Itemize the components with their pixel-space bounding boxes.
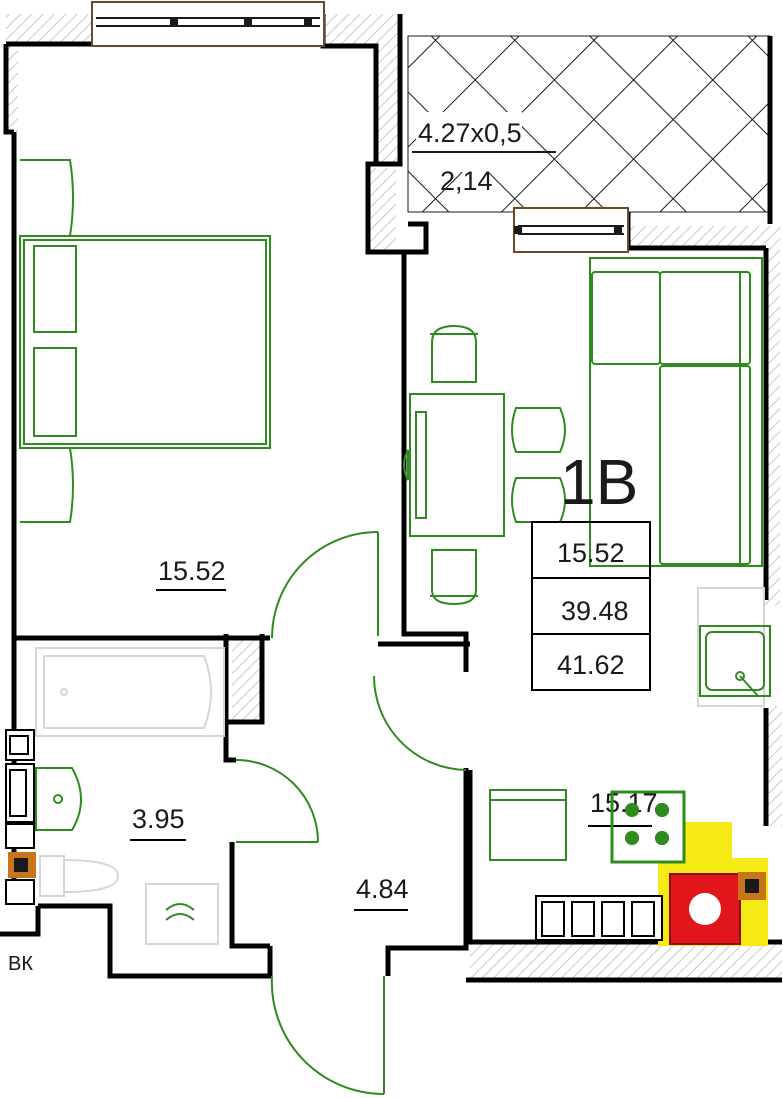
boiler <box>669 873 741 945</box>
shower-tray <box>145 883 219 945</box>
door-bedroom <box>271 531 379 639</box>
balcony-dimensions-label: 4.27x0,5 <box>418 118 522 148</box>
riser-label: ВК <box>8 953 33 975</box>
washbasin <box>35 767 82 831</box>
toilet <box>39 855 120 897</box>
total-area-value: 39.48 <box>561 596 629 626</box>
riser-markers <box>8 852 766 900</box>
door-kitchen <box>373 675 467 771</box>
bed <box>19 159 271 523</box>
fridge <box>489 789 567 861</box>
corner-sofa <box>589 257 763 567</box>
window-bedroom <box>91 1 325 47</box>
door-entrance <box>270 975 385 1096</box>
stove-top <box>610 790 686 864</box>
wall-hatching <box>6 14 782 978</box>
window-kitchen <box>513 207 629 253</box>
total-area-with-balcony-value: 41.62 <box>557 650 625 680</box>
unit-code: 1B <box>560 446 638 518</box>
labels: 4.27x0,5 2,14 1B 15.52 39.48 41.62 15.52… <box>8 118 658 975</box>
balcony-area-label: 2,14 <box>440 166 493 196</box>
shafts <box>5 729 35 905</box>
balcony <box>407 35 771 213</box>
kitchen-sink <box>697 587 771 707</box>
area-table <box>531 521 651 691</box>
living-area-value: 15.52 <box>557 538 625 568</box>
radiator <box>535 895 663 941</box>
bedroom-area-label: 15.52 <box>158 556 226 586</box>
dining-set <box>403 324 566 606</box>
door-bathroom <box>235 759 319 843</box>
hallway-area-label: 4.84 <box>356 874 409 904</box>
bathtub <box>35 647 225 737</box>
bathroom-area-label: 3.95 <box>132 804 185 834</box>
doors <box>235 531 467 1096</box>
